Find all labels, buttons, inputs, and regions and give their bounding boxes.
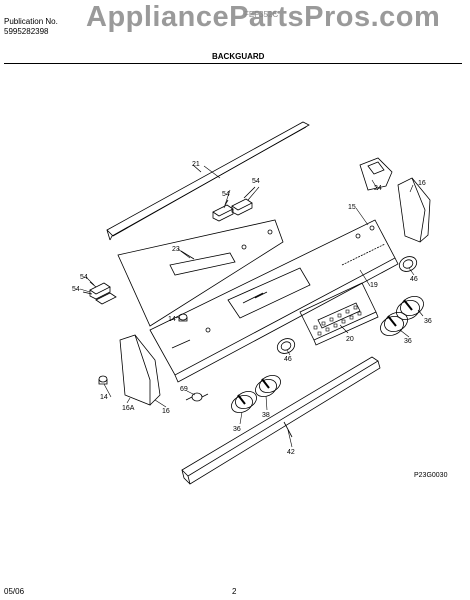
- header-rule: [4, 63, 462, 64]
- footer-date: 05/06: [4, 587, 25, 596]
- publication-number: 5995282398: [4, 27, 49, 36]
- side-bracket-left: [119, 334, 161, 406]
- electronic-control: [299, 282, 379, 346]
- label-54-b: 54: [252, 178, 260, 185]
- drawing-code: P23G0030: [414, 472, 448, 479]
- label-42: 42: [287, 449, 295, 456]
- section-title: BACKGUARD: [212, 52, 265, 61]
- side-bracket-right: [359, 157, 431, 243]
- footer-page: 2: [232, 587, 237, 596]
- knobs: [231, 295, 424, 414]
- label-16-left: 16: [162, 408, 170, 415]
- watermark: AppliancePartsPros.com: [86, 1, 441, 33]
- label-38: 38: [262, 412, 270, 419]
- knob-center-right: [255, 374, 281, 398]
- label-14-lower: 14: [100, 394, 108, 401]
- trim-strip: [106, 121, 310, 241]
- leader-lines: [79, 165, 424, 448]
- model-number: FEF352C: [244, 10, 279, 19]
- label-46-right: 46: [410, 276, 418, 283]
- label-19: 19: [370, 282, 378, 289]
- label-36-center: 36: [233, 426, 241, 433]
- knob-right-lower: [380, 311, 408, 337]
- label-54-a: 54: [222, 191, 230, 198]
- label-15: 15: [348, 204, 356, 211]
- rear-panel: [117, 219, 284, 327]
- bracket-left: [82, 281, 117, 305]
- label-14-upper: 14: [168, 316, 176, 323]
- control-panel: [149, 219, 399, 383]
- label-69: 69: [180, 386, 188, 393]
- label-24: 24: [374, 185, 382, 192]
- label-46-center: 46: [284, 356, 292, 363]
- part-labels: 21 54 54 24 16 15 23 19 46 54 54 14 20 3…: [72, 161, 448, 479]
- label-54-c: 54: [80, 274, 88, 281]
- label-16-right: 16: [418, 180, 426, 187]
- label-16A: 16A: [122, 405, 135, 412]
- label-20: 20: [346, 336, 354, 343]
- lower-trim: [181, 356, 381, 485]
- knob-right-upper: [396, 295, 424, 321]
- knob-center-left: [231, 390, 257, 414]
- label-36-right-lower: 36: [404, 338, 412, 345]
- publication-label: Publication No.: [4, 17, 58, 26]
- label-54-d: 54: [72, 286, 80, 293]
- bezel-rings: [276, 256, 418, 354]
- bracket-upper: [212, 186, 256, 222]
- label-36-right: 36: [424, 318, 432, 325]
- label-23: 23: [172, 246, 180, 253]
- label-21: 21: [192, 161, 200, 168]
